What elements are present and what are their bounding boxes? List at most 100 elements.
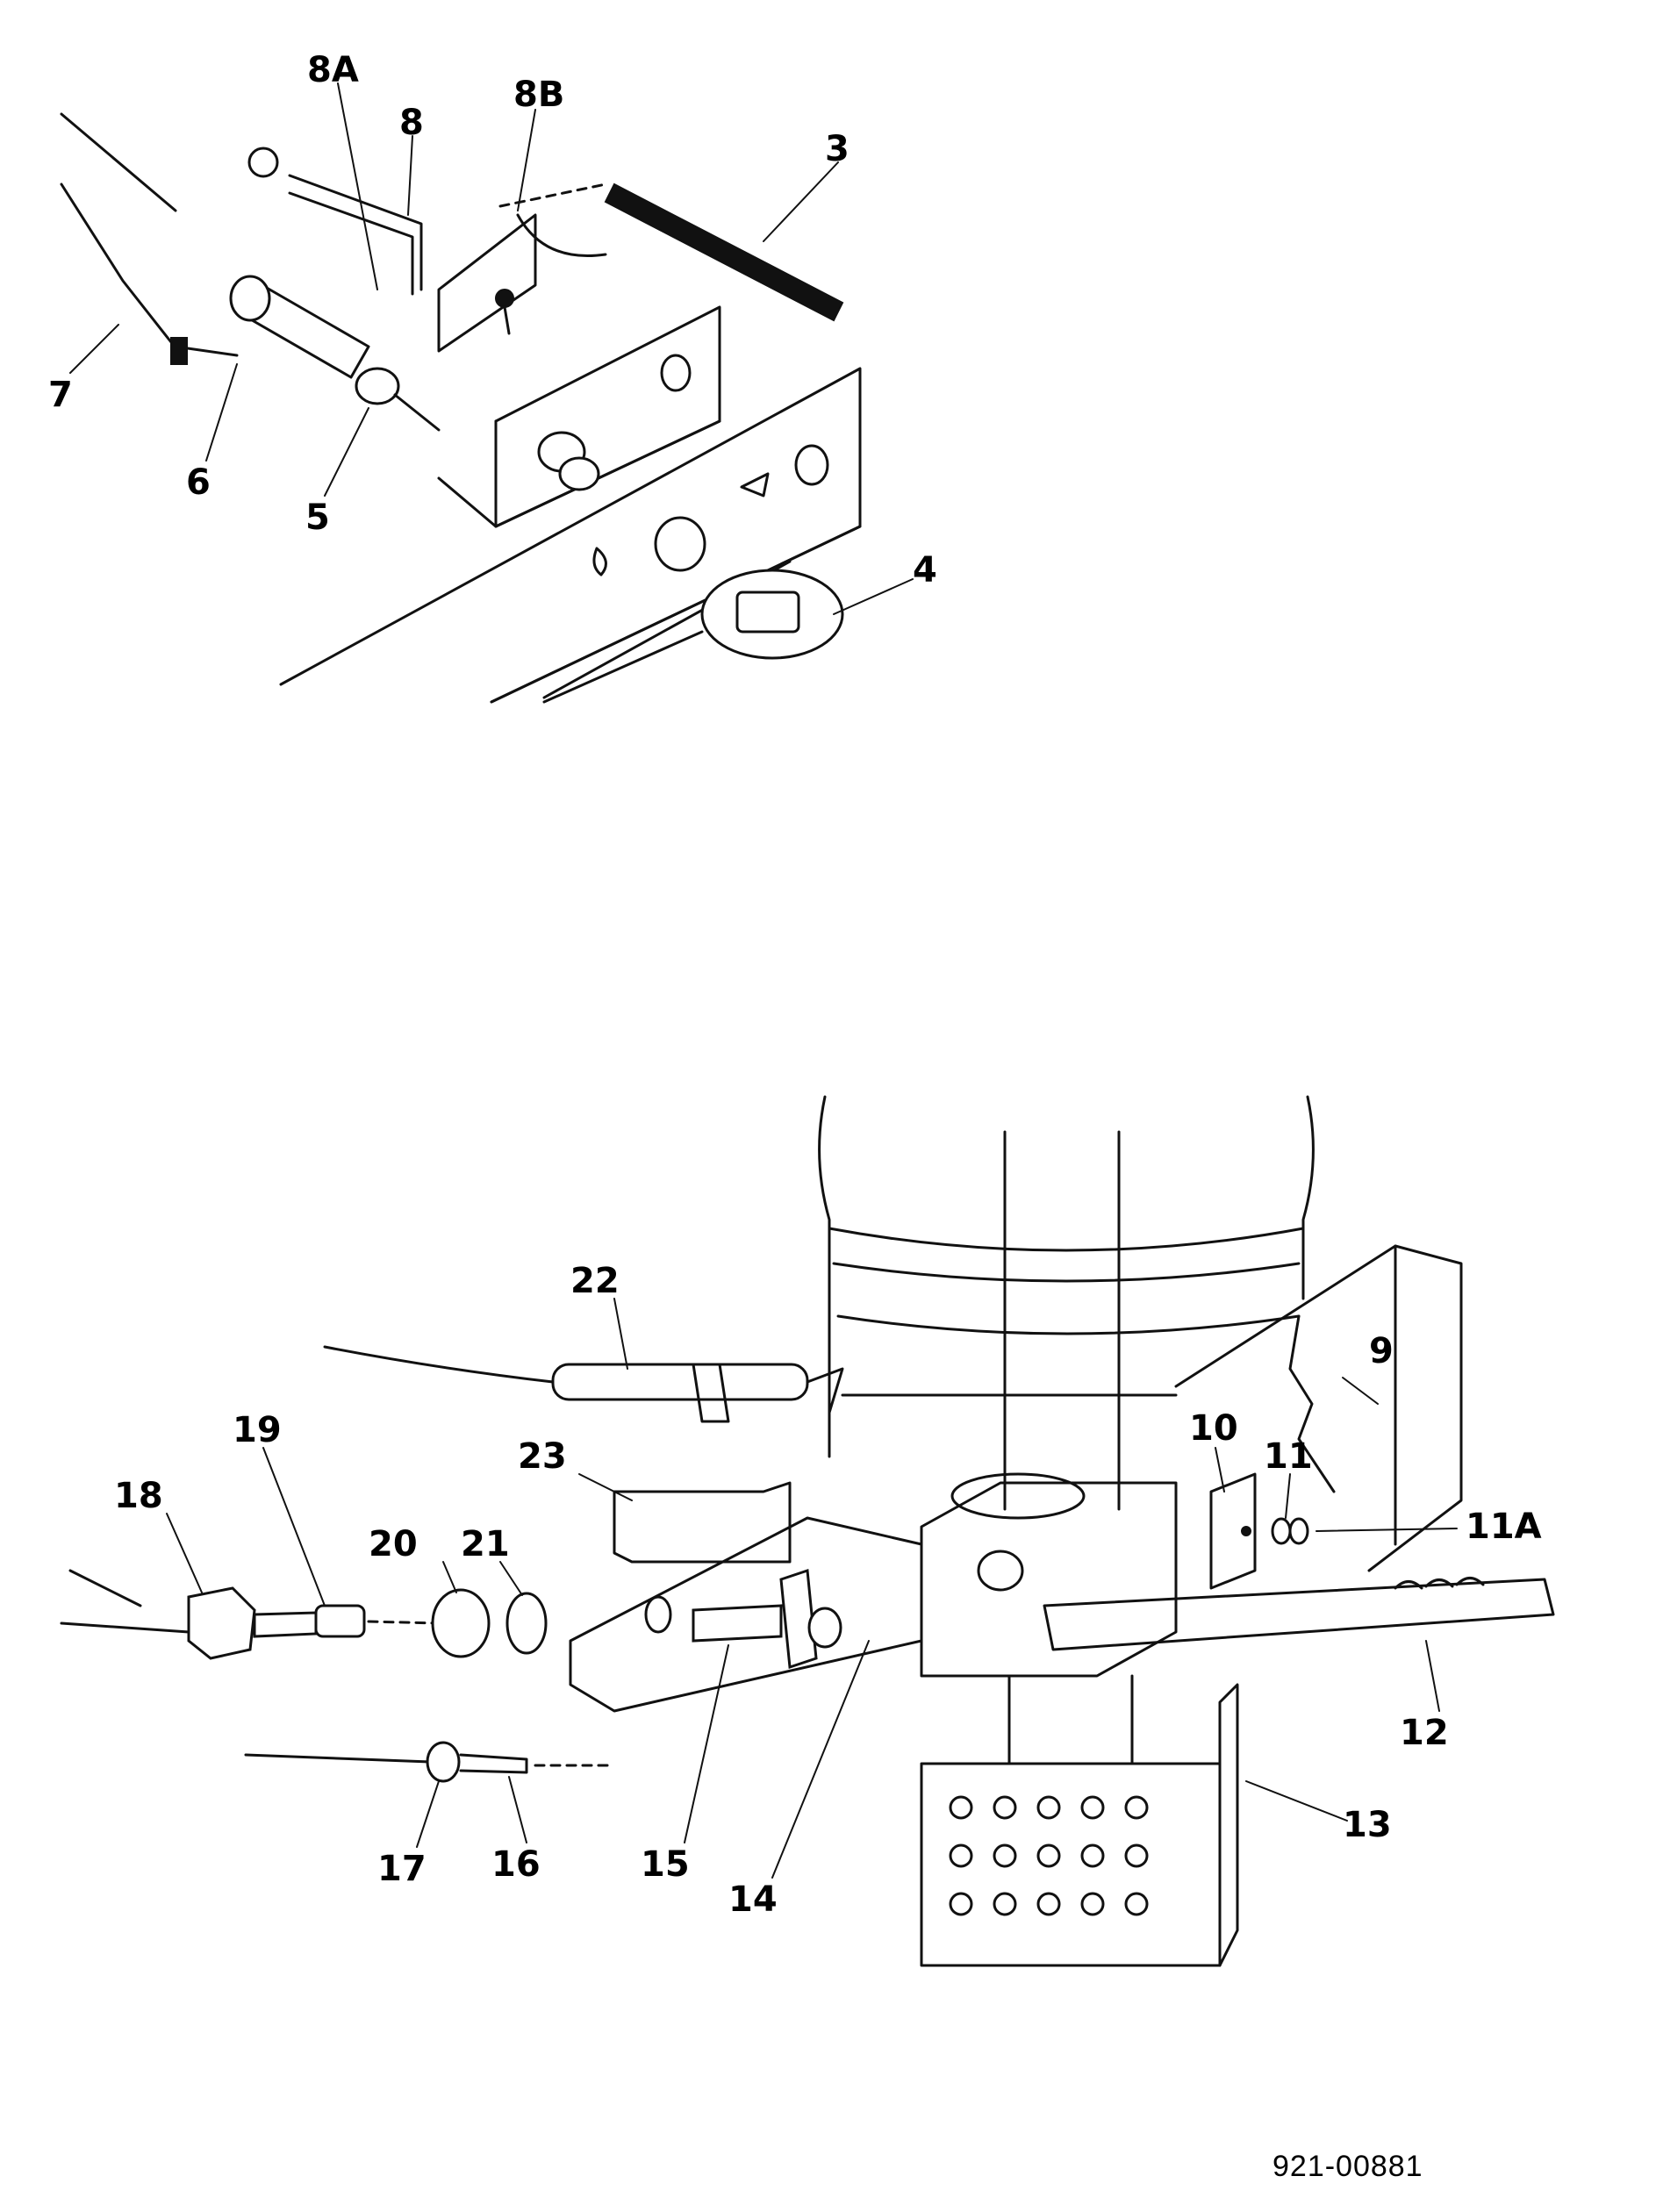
- pilot-orifice-16: [459, 1753, 528, 1774]
- fitting-6-nut: [170, 337, 188, 365]
- compression-nut-18: [187, 1586, 256, 1660]
- callout-23: 23: [518, 1436, 567, 1477]
- fitting-17: [426, 1741, 461, 1783]
- gas-valve-spud: [393, 393, 441, 432]
- flame-symbol-small: [592, 547, 607, 576]
- panel-hole: [654, 516, 706, 572]
- leader-10: [1215, 1447, 1225, 1493]
- callout-20: 20: [369, 1524, 418, 1564]
- leader-17: [416, 1780, 440, 1848]
- gas-line-18b: [60, 1621, 190, 1634]
- leader-3: [763, 161, 839, 242]
- tank-band-bottom: [836, 1314, 1301, 1335]
- callout-11: 11: [1264, 1436, 1313, 1477]
- gas-valve-inlet: [229, 275, 271, 322]
- leader-8: [407, 135, 413, 216]
- tank-band-top: [832, 1262, 1301, 1283]
- callout-12: 12: [1400, 1713, 1449, 1753]
- thermocouple-washer-11b: [1288, 1517, 1309, 1545]
- gas-valve-outlet: [355, 367, 400, 405]
- pilot-bracket-plate: [569, 1516, 923, 1713]
- pilot-bracket: [1209, 1472, 1257, 1590]
- panel-hole: [794, 444, 829, 486]
- burner-box-supports: [1007, 1674, 1134, 1765]
- bracket-plate-hole: [644, 1595, 672, 1634]
- control-panel-base: [490, 525, 862, 704]
- pilot-tube-nut: [247, 147, 279, 178]
- leader-22: [613, 1298, 628, 1370]
- leader-7: [69, 324, 119, 374]
- callout-9: 9: [1369, 1331, 1394, 1371]
- burner-fitting: [977, 1550, 1024, 1592]
- leader-11: [1285, 1473, 1291, 1519]
- adjust-screw-tip: [807, 1607, 842, 1649]
- burner-collar: [950, 1472, 1086, 1520]
- callout-7: 7: [48, 375, 73, 415]
- callout-8B: 8B: [513, 75, 565, 115]
- axis-line-19: [367, 1620, 441, 1625]
- pilot-connector-nut: [558, 456, 600, 491]
- leader-6: [205, 363, 238, 462]
- leader-5: [324, 407, 369, 497]
- leader-14: [771, 1640, 870, 1879]
- callout-5: 5: [305, 498, 330, 538]
- igniter-electrode: [551, 1363, 809, 1401]
- callout-14: 14: [728, 1879, 778, 1920]
- thermocouple-point: [1241, 1526, 1251, 1536]
- fitting-sleeve: [253, 1611, 318, 1638]
- burner-tube-coil: [1394, 1577, 1485, 1590]
- pilot-line-16: [244, 1753, 432, 1764]
- adjust-screw-head: [779, 1568, 818, 1670]
- leader-11A: [1315, 1528, 1458, 1532]
- thermocouple-line: [60, 183, 173, 344]
- burner-ports: [949, 1795, 1149, 1916]
- leader-18: [166, 1513, 203, 1593]
- tank-bottom-curve: [828, 1227, 1305, 1252]
- nut-20: [431, 1588, 491, 1658]
- callout-19: 19: [233, 1410, 282, 1450]
- mounting-screw-shank: [503, 305, 511, 335]
- leader-21: [499, 1561, 523, 1596]
- callout-3: 3: [825, 129, 850, 169]
- callout-21: 21: [461, 1524, 510, 1564]
- callout-4: 4: [913, 550, 937, 591]
- bracket-hole: [660, 354, 692, 392]
- knob-base-line: [542, 630, 704, 704]
- fitting-19: [314, 1604, 366, 1638]
- callout-22: 22: [570, 1261, 620, 1301]
- leader-23: [578, 1473, 633, 1501]
- thermocouple-lead: [60, 112, 177, 212]
- leader-8A: [337, 82, 378, 290]
- igniter-tip: [806, 1367, 844, 1414]
- document-number: 921-00881: [1272, 2150, 1423, 2183]
- callout-17: 17: [377, 1849, 427, 1889]
- top-assembly-drawing: [60, 82, 914, 704]
- lock-washer-21: [505, 1592, 548, 1655]
- leader-4: [833, 578, 914, 615]
- bracket-front-plate: [494, 305, 721, 528]
- leader-9: [1342, 1377, 1379, 1405]
- callout-10: 10: [1189, 1408, 1238, 1449]
- burner-shield-cutaway: [1288, 1314, 1336, 1493]
- burner-mount-plate: [920, 1481, 1178, 1678]
- leader-15: [684, 1644, 729, 1843]
- burner-shield: [1174, 1244, 1463, 1572]
- tank-right-wall: [1301, 1095, 1315, 1300]
- adjust-screw: [692, 1604, 783, 1643]
- callout-6: 6: [186, 462, 211, 503]
- leader-12: [1425, 1640, 1440, 1712]
- leader-13: [1245, 1780, 1348, 1822]
- igniter-bracket-tab: [692, 1363, 730, 1423]
- igniter-body: [604, 183, 844, 322]
- thermocouple-washer-11: [1271, 1517, 1292, 1545]
- callout-8A: 8A: [307, 50, 359, 90]
- callout-13: 13: [1343, 1805, 1392, 1845]
- burner-tube: [1043, 1578, 1555, 1651]
- callout-15: 15: [641, 1844, 690, 1885]
- gas-line-18: [68, 1569, 142, 1607]
- bracket-upright: [437, 213, 537, 353]
- bottom-assembly-drawing: [60, 1095, 1555, 1967]
- callout-8: 8: [399, 103, 424, 143]
- mounting-screw: [495, 289, 514, 308]
